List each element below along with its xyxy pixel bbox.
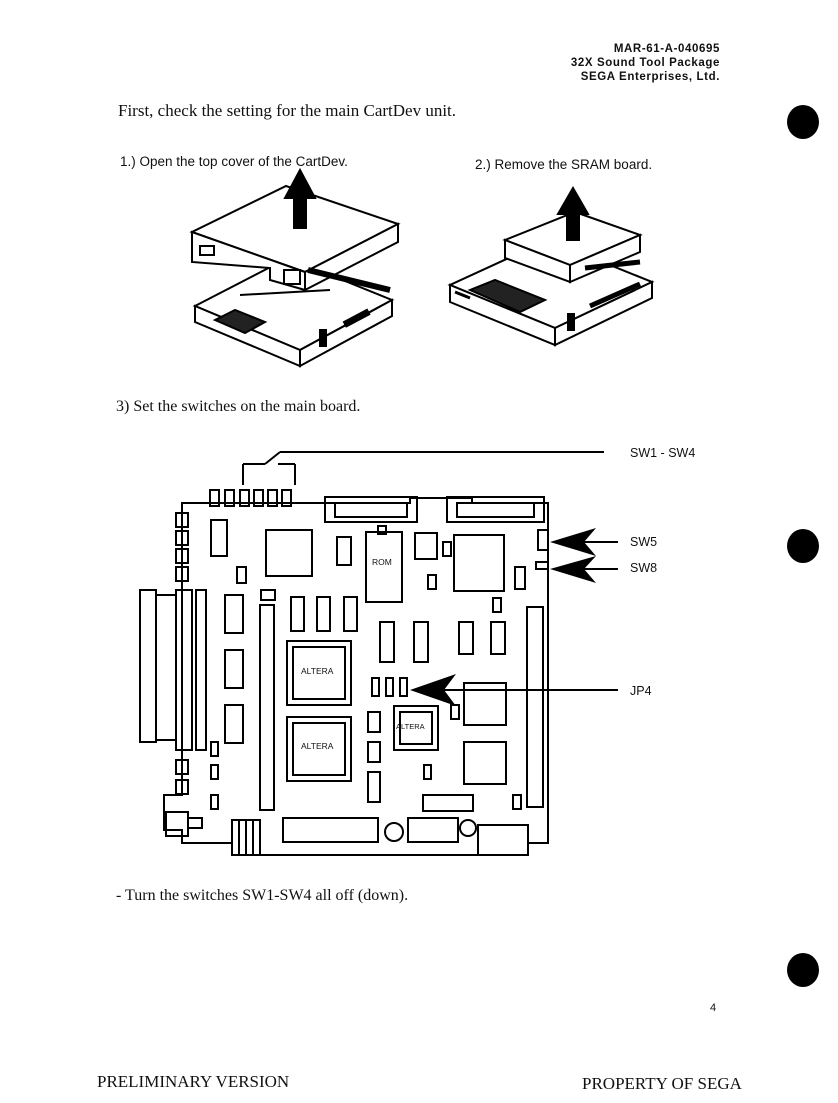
step-3-caption: 3) Set the switches on the main board. xyxy=(116,398,361,415)
step-2-caption: 2.) Remove the SRAM board. xyxy=(475,157,653,172)
intro-text: First, check the setting for the main Ca… xyxy=(118,101,457,120)
sw1-sw4-label: SW1 - SW4 xyxy=(630,446,696,460)
document-id: MAR-61-A-040695 xyxy=(613,43,720,55)
altera-chip-3-label: ALTERA xyxy=(396,722,425,731)
binder-hole-middle xyxy=(787,529,819,563)
binder-hole-bottom xyxy=(787,953,819,987)
document-header: MAR-61-A-040695 32X Sound Tool Package S… xyxy=(571,42,720,84)
step-1-caption: 1.) Open the top cover of the CartDev. xyxy=(120,154,348,169)
jp4-label: JP4 xyxy=(630,684,652,698)
footer-preliminary: PRELIMINARY VERSION xyxy=(97,1072,290,1091)
switch-instruction-note: - Turn the switches SW1-SW4 all off (dow… xyxy=(116,887,409,904)
company-name: SEGA Enterprises, Ltd. xyxy=(580,71,720,83)
footer-property: PROPERTY OF SEGA xyxy=(582,1074,742,1093)
page-number: 4 xyxy=(710,1002,717,1014)
sw8-label: SW8 xyxy=(630,561,658,575)
altera-chip-1-label: ALTERA xyxy=(301,666,334,676)
binder-hole-top xyxy=(787,105,819,139)
sw5-label: SW5 xyxy=(630,535,658,549)
document-title: 32X Sound Tool Package xyxy=(570,57,720,69)
rom-chip-label: ROM xyxy=(372,557,392,567)
altera-chip-2-label: ALTERA xyxy=(301,741,334,751)
